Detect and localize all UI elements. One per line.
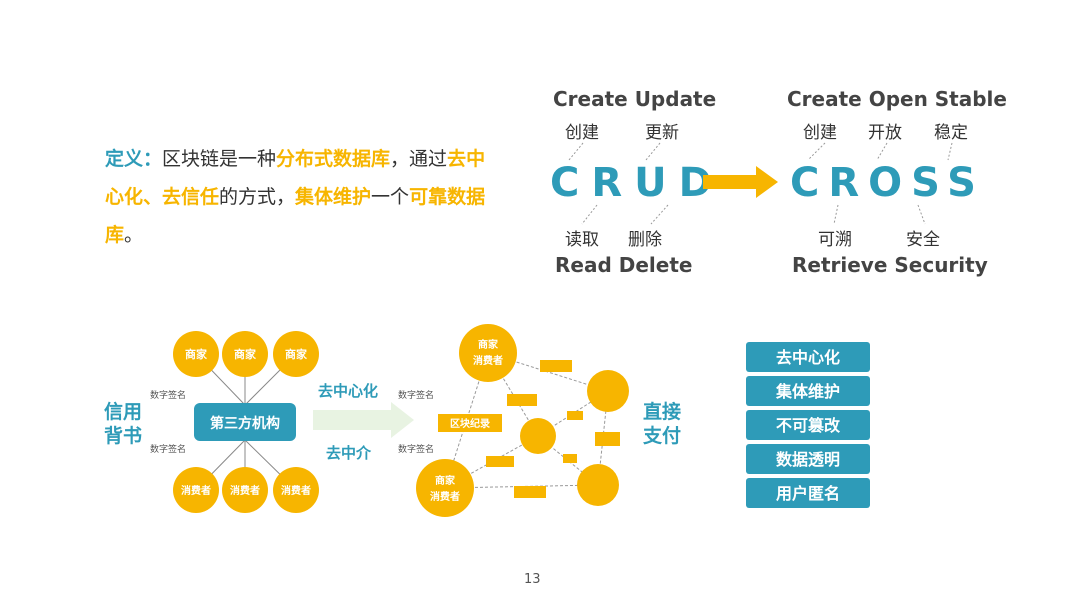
connector-r-retrieve — [833, 204, 839, 225]
feature-box: 不可篡改 — [746, 410, 870, 440]
node-label-consumer: 消费者 — [430, 490, 460, 503]
feature-box: 数据透明 — [746, 444, 870, 474]
definition-label: 定义： — [105, 148, 163, 170]
network-node — [577, 464, 619, 506]
block-record — [514, 486, 546, 498]
third-party-institution: 第三方机构 — [194, 403, 296, 441]
block-record — [563, 454, 577, 463]
connector-r-read — [581, 204, 598, 225]
signature-label: 数字签名 — [150, 389, 186, 401]
feature-box: 去中心化 — [746, 342, 870, 372]
block-record — [595, 432, 620, 446]
node-label-merchant: 商家 — [435, 474, 456, 487]
cross-bottom-title: Retrieve Security — [792, 253, 988, 277]
consumer-node-label: 消费者 — [181, 484, 211, 497]
block-record-labeled: 区块纪录 — [438, 414, 502, 432]
cross-label-security: 安全 — [906, 230, 940, 250]
highlight-collective-maintenance: 集体维护 — [295, 186, 372, 208]
definition-text-4: 一个 — [371, 186, 410, 208]
cross-label-open: 开放 — [868, 123, 902, 143]
node-label-merchant: 商家 — [478, 338, 499, 351]
third-party-label: 第三方机构 — [210, 415, 280, 432]
cross-letters: CROSS — [790, 160, 985, 206]
crud-top-title: Create Update — [553, 87, 717, 111]
merchant-node: 商家 — [222, 331, 268, 377]
merchant-node: 商家 — [273, 331, 319, 377]
feature-box: 用户匿名 — [746, 478, 870, 508]
connector-s-stable — [947, 142, 953, 161]
connector-d-delete — [650, 204, 669, 225]
block-record-label: 区块纪录 — [450, 417, 490, 430]
cross-label-stable: 稳定 — [934, 123, 968, 143]
crud-label-create: 创建 — [565, 123, 599, 143]
definition-text-3: 的方式， — [219, 186, 296, 208]
network-node — [587, 370, 629, 412]
highlight-reliable-db: 可靠数据库 — [105, 186, 486, 246]
definition-text-1: 区块链是一种 — [162, 148, 277, 170]
consumer-node: 消费者 — [273, 467, 319, 513]
highlight-distributed-db: 分布式数据库 — [276, 148, 391, 170]
node-label-consumer: 消费者 — [473, 354, 503, 367]
credit-endorsement-line1: 信用 — [104, 400, 142, 423]
transition-label-disintermediate: 去中介 — [326, 444, 372, 462]
merchant-consumer-node: 商家 消费者 — [416, 459, 474, 517]
crud-label-update: 更新 — [645, 123, 679, 143]
feature-label: 去中心化 — [776, 348, 840, 367]
merchant-node-label: 商家 — [185, 347, 208, 361]
crud-bottom-title: Read Delete — [555, 253, 693, 277]
crud-label-delete: 删除 — [628, 230, 662, 250]
connector-o-open — [876, 142, 888, 161]
block-record — [540, 360, 572, 372]
signature-label: 数字签名 — [150, 443, 186, 455]
merchant-node-label: 商家 — [234, 347, 257, 361]
signature-label: 数字签名 — [398, 443, 434, 455]
feature-label: 不可篡改 — [776, 416, 841, 435]
consumer-node: 消费者 — [173, 467, 219, 513]
network-node — [520, 418, 556, 454]
consumer-node-label: 消费者 — [281, 484, 311, 497]
feature-label: 数据透明 — [776, 450, 840, 469]
crud-to-cross-arrow — [703, 166, 778, 198]
connector-s-security — [917, 204, 926, 225]
definition-text-5: 。 — [124, 224, 144, 246]
block-record — [567, 411, 583, 420]
consumer-node: 消费者 — [222, 467, 268, 513]
merchant-node-label: 商家 — [285, 347, 308, 361]
transition-arrow — [313, 402, 414, 438]
definition-paragraph: 定义：区块链是一种分布式数据库，通过去中心化、去信任的方式，集体维护一个可靠数据… — [105, 140, 500, 254]
cross-top-title: Create Open Stable — [787, 87, 1007, 111]
signature-label: 数字签名 — [398, 389, 434, 401]
direct-payment-line2: 支付 — [642, 424, 681, 447]
crud-letters: CRUD — [550, 160, 724, 206]
consumer-node-label: 消费者 — [230, 484, 260, 497]
feature-box: 集体维护 — [746, 376, 870, 406]
crud-label-read: 读取 — [565, 230, 599, 250]
direct-payment-line1: 直接 — [643, 400, 681, 423]
cross-label-retrieve: 可溯 — [818, 230, 852, 250]
merchant-consumer-node: 商家 消费者 — [459, 324, 517, 382]
connector-c-create-2 — [807, 142, 826, 161]
feature-label: 集体维护 — [775, 382, 840, 401]
transition-label-decentralize: 去中心化 — [318, 382, 378, 400]
definition-text-2: ，通过 — [390, 148, 448, 170]
credit-endorsement-line2: 背书 — [104, 424, 142, 447]
block-record — [507, 394, 537, 406]
page-number: 13 — [524, 572, 541, 587]
feature-label: 用户匿名 — [776, 484, 840, 503]
merchant-node: 商家 — [173, 331, 219, 377]
cross-label-create: 创建 — [803, 123, 837, 143]
block-records — [486, 360, 620, 498]
block-record — [486, 456, 514, 467]
highlight-decentralized-trustless: 去中心化、去信任 — [105, 148, 486, 208]
